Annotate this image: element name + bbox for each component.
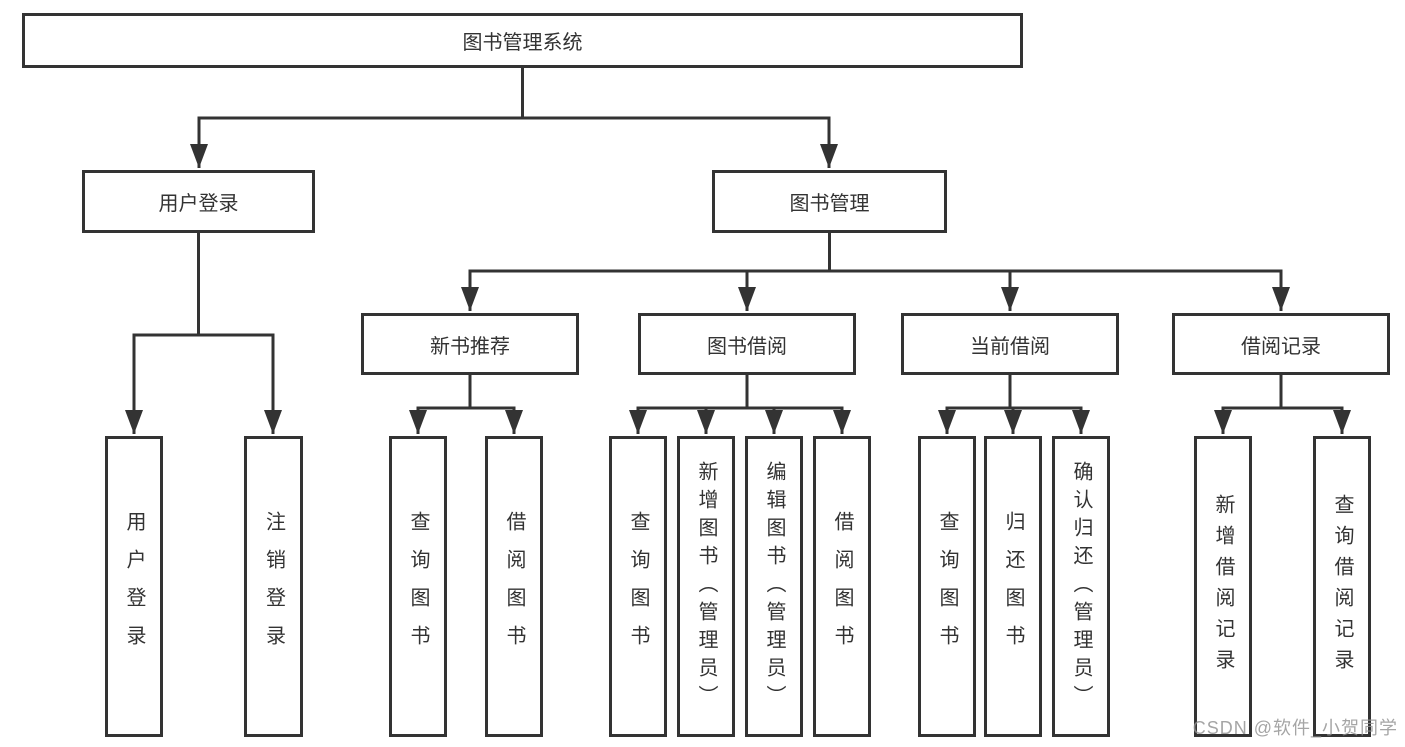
leaf-borrow-books: 借阅图书 xyxy=(813,436,871,737)
node-borrowing-records: 借阅记录 xyxy=(1172,313,1390,375)
leaf-logout-login-label: 注销登录 xyxy=(262,510,285,663)
leaf-query-books-current-label: 查询图书 xyxy=(936,510,958,663)
leaf-add-borrow-record: 新增借阅记录 xyxy=(1194,436,1252,737)
leaf-borrow-books-recommend: 借阅图书 xyxy=(485,436,543,737)
leaf-query-books-current: 查询图书 xyxy=(918,436,976,737)
node-book-management: 图书管理 xyxy=(712,170,947,233)
leaf-edit-books-admin: 编辑图书（管理员） xyxy=(745,436,803,737)
leaf-add-books-admin-label: 新增图书（管理员） xyxy=(695,460,717,713)
node-new-book-recommendation: 新书推荐 xyxy=(361,313,579,375)
leaf-user-login: 用户登录 xyxy=(105,436,163,737)
node-user-login: 用户登录 xyxy=(82,170,315,233)
leaf-return-books: 归还图书 xyxy=(984,436,1042,737)
leaf-query-books-recommend-label: 查询图书 xyxy=(407,510,429,663)
leaf-query-books-borrowing-label: 查询图书 xyxy=(627,510,649,663)
node-book-borrowing: 图书借阅 xyxy=(638,313,856,375)
leaf-add-books-admin: 新增图书（管理员） xyxy=(677,436,735,737)
leaf-borrow-books-recommend-label: 借阅图书 xyxy=(503,510,525,663)
leaf-query-borrow-record-label: 查询借阅记录 xyxy=(1331,493,1353,680)
node-new-book-recommendation-label: 新书推荐 xyxy=(430,335,510,358)
leaf-query-borrow-record: 查询借阅记录 xyxy=(1313,436,1371,737)
leaf-return-books-label: 归还图书 xyxy=(1002,510,1024,663)
leaf-user-login-label: 用户登录 xyxy=(123,510,145,663)
leaf-edit-books-admin-label: 编辑图书（管理员） xyxy=(763,460,785,713)
node-book-management-label: 图书管理 xyxy=(789,193,870,215)
leaf-query-books-recommend: 查询图书 xyxy=(389,436,447,737)
watermark: CSDN @软件_小贺同学 xyxy=(1192,718,1398,738)
node-current-borrowing-label: 当前借阅 xyxy=(970,335,1050,358)
leaf-query-books-borrowing: 查询图书 xyxy=(609,436,667,737)
node-current-borrowing: 当前借阅 xyxy=(901,313,1119,375)
leaf-borrow-books-label: 借阅图书 xyxy=(831,510,853,663)
node-user-login-label: 用户登录 xyxy=(158,193,239,215)
leaf-logout-login: 注销登录 xyxy=(244,436,303,737)
node-book-borrowing-label: 图书借阅 xyxy=(707,335,787,358)
leaf-confirm-return-admin: 确认归还（管理员） xyxy=(1052,436,1110,737)
node-borrowing-records-label: 借阅记录 xyxy=(1241,335,1321,358)
node-root-label: 图书管理系统 xyxy=(462,32,583,54)
leaf-add-borrow-record-label: 新增借阅记录 xyxy=(1212,493,1234,680)
node-root: 图书管理系统 xyxy=(22,13,1023,68)
leaf-confirm-return-admin-label: 确认归还（管理员） xyxy=(1070,460,1092,713)
